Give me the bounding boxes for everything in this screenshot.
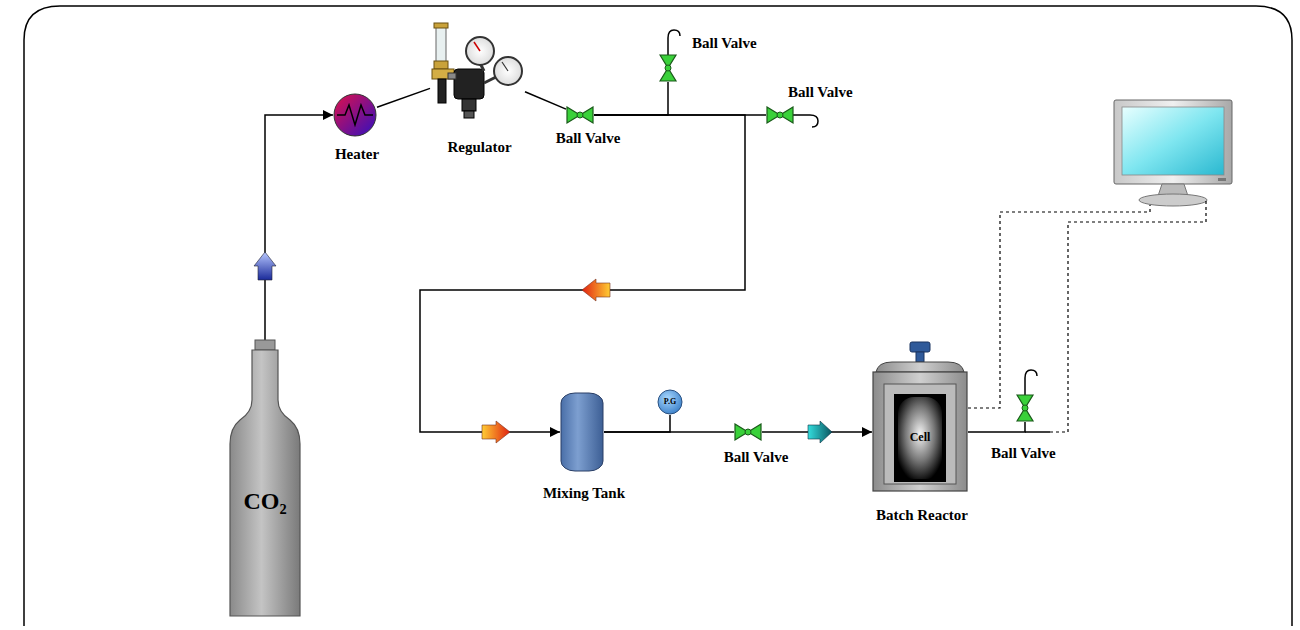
node-label: Mixing Tank (520, 484, 648, 502)
node-box: Ball Valve (734, 422, 762, 442)
node-label: P.G (657, 397, 683, 407)
node-box: Mixing Tank (560, 392, 604, 472)
node-box: Ball Valve (658, 54, 678, 82)
signal-line (1050, 200, 1206, 432)
flow-arrow (808, 421, 832, 443)
node-anchor (766, 105, 794, 125)
signal-line (968, 205, 1150, 408)
node-box: Ball Valve (1015, 394, 1035, 422)
node-label: Regulator (410, 138, 549, 156)
node-box: P.G (657, 389, 683, 415)
node-label: Ball Valve (786, 83, 855, 101)
flow-arrow (582, 279, 610, 301)
flow-arrow (254, 252, 276, 280)
ball-valve-symbol (766, 105, 794, 125)
ball-valve-symbol (734, 422, 762, 442)
pipe-connector (420, 115, 745, 432)
mixing-tank (560, 392, 604, 472)
node-label: Ball Valve (544, 129, 632, 147)
node-label: Heater (311, 145, 403, 163)
node-anchor (734, 422, 762, 442)
node-anchor (560, 392, 604, 472)
pipe (1025, 431, 1050, 433)
node-box: Regulator (430, 25, 525, 118)
node-label: Batch Reactor (832, 506, 1012, 524)
node-anchor (658, 54, 678, 82)
pipe-connector (377, 88, 430, 107)
node-label: Cell (894, 428, 946, 446)
pipe-connector (968, 422, 1025, 432)
ball-valve-symbol (566, 105, 594, 125)
node-anchor (1015, 394, 1035, 422)
regulator-illustration (430, 25, 525, 118)
computer-monitor (1114, 100, 1232, 206)
outer-frame (24, 6, 1292, 626)
pipe-connector (594, 82, 668, 115)
node-box: Ball Valve (566, 105, 594, 125)
pipe-connector (604, 431, 734, 433)
node-anchor (228, 340, 302, 618)
pipe-connector (525, 92, 566, 109)
node-box: Heater (333, 93, 377, 137)
ball-valve-symbol (1015, 394, 1035, 422)
node-box: Cell (894, 394, 946, 482)
flow-arrow (482, 421, 510, 443)
node-label: CO₂ (228, 492, 302, 510)
node-box: Ball Valve (766, 105, 794, 125)
node-label: Ball Valve (690, 34, 759, 52)
heater-symbol (333, 93, 377, 137)
node-anchor (333, 93, 377, 137)
node-label: Ball Valve (989, 444, 1058, 462)
node-box: CO₂ (228, 340, 302, 618)
node-label: Ball Valve (712, 448, 800, 466)
node-anchor (430, 25, 525, 118)
node-box: Batch ReactorCell (872, 340, 968, 492)
ball-valve-symbol (658, 54, 678, 82)
gas-cylinder (228, 340, 302, 618)
pipe-connector (604, 415, 670, 432)
node-anchor (566, 105, 594, 125)
